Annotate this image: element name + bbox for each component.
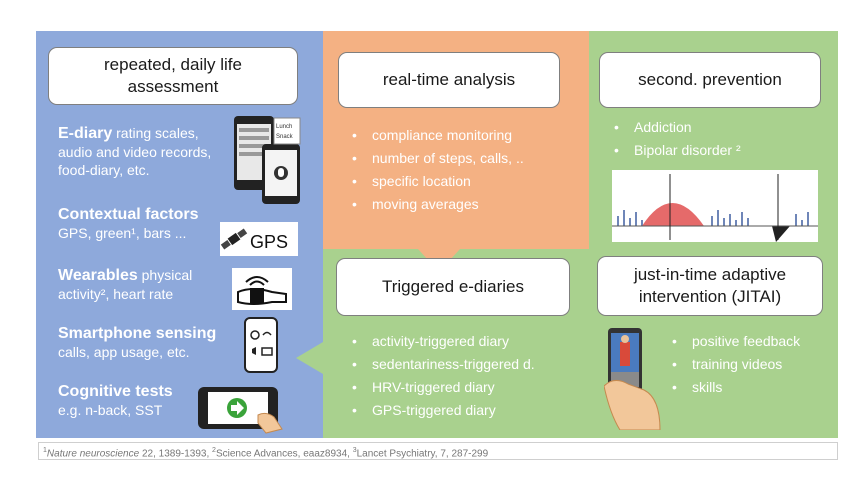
contextual-heading: Contextual factors (58, 206, 199, 223)
references-footer: 1Nature neuroscience 22, 1389-1393, 2Sci… (38, 442, 838, 460)
prevention-item: Addiction (614, 116, 741, 139)
ediary-phones-icon: Lunch Snack (232, 116, 302, 206)
triggered-item: HRV-triggered diary (352, 376, 535, 399)
hand-phone-icon (603, 326, 664, 431)
jitai-item: positive feedback (672, 330, 800, 353)
jitai-item: skills (672, 376, 800, 399)
ref-detail-1: 22, 1389-1393, (139, 448, 213, 460)
analysis-item: compliance monitoring (352, 124, 524, 147)
lunch-label: Lunch (276, 124, 292, 130)
triggered-title-box: Triggered e-diaries (336, 258, 570, 316)
gps-label: GPS (250, 232, 288, 252)
sensing-heading: Smartphone sensing (58, 325, 217, 342)
jitai-item: training videos (672, 353, 800, 376)
sensing-line2: calls, app usage, etc. (58, 344, 190, 360)
prevention-item: Bipolar disorder ² (614, 139, 741, 162)
analysis-title: real-time analysis (382, 70, 516, 89)
cognitive-item: Cognitive tests e.g. n-back, SST (58, 382, 228, 419)
ref-detail-2: , eaaz8934, (297, 448, 353, 460)
analysis-list: compliance monitoring number of steps, c… (352, 124, 524, 216)
jitai-title-box: just-in-time adaptive intervention (JITA… (597, 256, 823, 316)
prevention-list: Addiction Bipolar disorder ² (614, 116, 741, 162)
wearables-line2: activity², heart rate (58, 286, 174, 302)
wearables-rest: physical (137, 267, 193, 283)
ediary-line3: food-diary, etc. (58, 162, 150, 178)
arrow-to-assessment (296, 342, 323, 374)
jitai-list: positive feedback training videos skills (672, 330, 800, 399)
analysis-item: number of steps, calls, .. (352, 147, 524, 170)
analysis-title-box: real-time analysis (338, 52, 560, 108)
gps-icon: GPS (220, 222, 298, 256)
cognitive-heading: Cognitive tests (58, 383, 173, 400)
prevention-title: second. prevention (638, 70, 782, 89)
contextual-line2: GPS, green¹, bars ... (58, 225, 187, 241)
assessment-title-box: repeated, daily life assessment (48, 47, 298, 105)
assessment-title: repeated, daily life assessment (104, 55, 242, 96)
analysis-item: specific location (352, 170, 524, 193)
cognitive-test-tablet-icon (196, 385, 292, 435)
ediary-item: E-diary rating scales, audio and video r… (58, 124, 248, 179)
ref-journal-1: Nature neuroscience (46, 448, 140, 460)
wearable-wrist-icon (232, 268, 292, 310)
triggered-item: sedentariness-triggered d. (352, 353, 535, 376)
prevention-title-box: second. prevention (599, 52, 821, 108)
ediary-line2: audio and video records, (58, 144, 212, 160)
snack-label: Snack (276, 134, 294, 140)
triggered-list: activity-triggered diary sedentariness-t… (352, 330, 535, 422)
contextual-item: Contextual factors GPS, green¹, bars ... (58, 205, 228, 242)
smartphone-sensing-icon (244, 317, 278, 373)
analysis-item: moving averages (352, 193, 524, 216)
ref-journal-2: Science Advances (215, 448, 298, 460)
ediary-heading: E-diary (58, 125, 113, 142)
ref-detail-3: , 7, 287-299 (434, 448, 489, 460)
ref-journal-3: Lancet Psychiatry (356, 448, 435, 460)
triggered-item: GPS-triggered diary (352, 399, 535, 422)
wearables-heading: Wearables (58, 267, 138, 284)
jitai-title: just-in-time adaptive intervention (JITA… (633, 265, 787, 306)
ediary-rest: rating scales, (112, 125, 199, 141)
triggered-item: activity-triggered diary (352, 330, 535, 353)
cognitive-line2: e.g. n-back, SST (58, 402, 163, 418)
wearables-item: Wearables physical activity², heart rate (58, 266, 228, 303)
signal-graph-icon (612, 170, 818, 242)
triggered-title: Triggered e-diaries (381, 277, 525, 296)
sensing-item: Smartphone sensing calls, app usage, etc… (58, 324, 238, 361)
